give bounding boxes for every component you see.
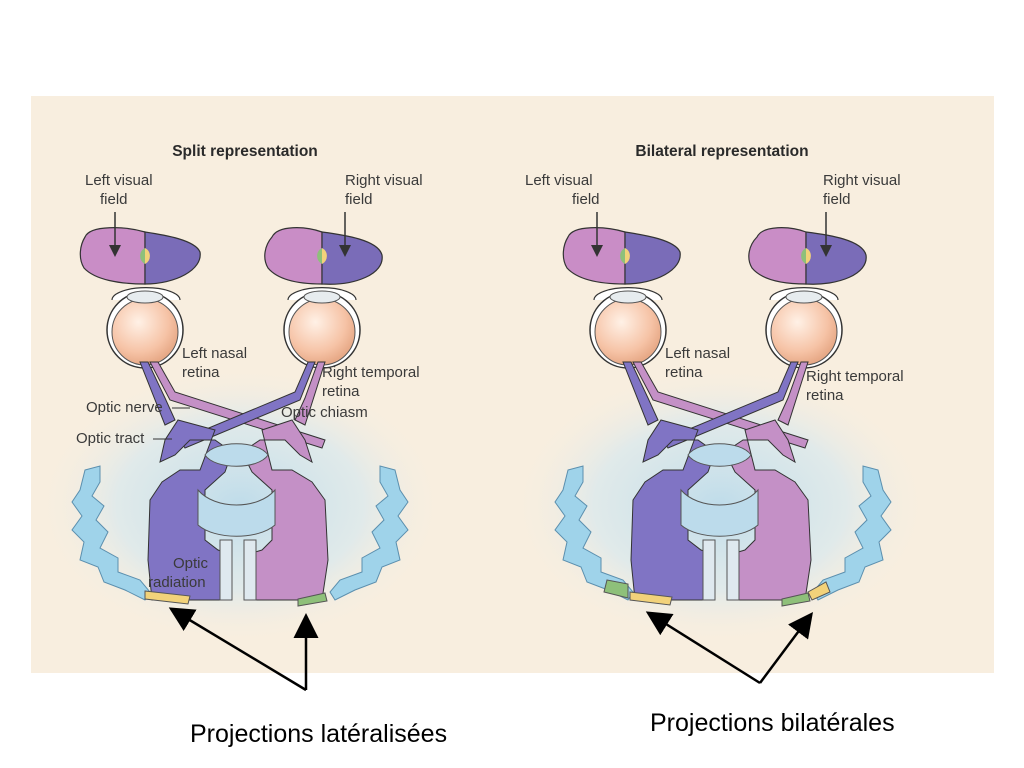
visual-cortex	[71, 465, 409, 607]
right-eye	[283, 287, 361, 369]
left-visual-field-label-line1: Left visual	[85, 172, 153, 189]
optic-nerve-label: Optic nerve	[86, 399, 163, 416]
panel-title: Split representation	[172, 143, 318, 160]
left-nasal-retina-label-line1: Left nasal	[182, 345, 247, 362]
panel-title: Bilateral representation	[635, 143, 808, 160]
left-nasal-retina-label-line2: retina	[665, 364, 703, 381]
right-caption-arrows	[645, 611, 813, 685]
left-visual-field-label-line2: field	[572, 191, 600, 208]
optic-pathways	[139, 361, 329, 601]
right-temporal-retina-label-line2: retina	[806, 387, 844, 404]
right-temporal-retina-label-line2: retina	[322, 383, 360, 400]
left-visual-field-label-line1: Left visual	[525, 172, 593, 189]
right-caption: Projections bilatérales	[650, 709, 895, 737]
right-eye	[765, 287, 843, 369]
left-nasal-retina-label-line1: Left nasal	[665, 345, 730, 362]
left-nasal-retina-label-line2: retina	[182, 364, 220, 381]
right-visual-field-label-line1: Right visual	[345, 172, 423, 189]
left-caption-arrows	[168, 607, 319, 692]
optic-pathways	[622, 361, 812, 601]
left-caption: Projections latéralisées	[190, 720, 447, 748]
optic-radiation-label-line1: Optic	[173, 555, 209, 572]
right-visual-field-label-line2: field	[823, 191, 851, 208]
left-eye	[106, 287, 184, 369]
right-temporal-retina-label-line1: Right temporal	[806, 368, 904, 385]
right-visual-field-label-line2: field	[345, 191, 373, 208]
split-representation-panel: Split representation Left visual field R…	[35, 143, 445, 645]
optic-tract-label: Optic tract	[76, 430, 145, 447]
right-visual-field-label-line1: Right visual	[823, 172, 901, 189]
left-visual-field-label-line2: field	[100, 191, 128, 208]
optic-radiation-label-line2: radiation	[148, 574, 206, 591]
optic-chiasm-label: Optic chiasm	[281, 404, 368, 421]
right-visual-field	[264, 227, 383, 285]
visual-cortex	[554, 465, 892, 607]
left-eye	[589, 287, 667, 369]
bilateral-representation-panel: Bilateral representation Left visual fie…	[510, 143, 930, 645]
right-temporal-retina-label-line1: Right temporal	[322, 364, 420, 381]
